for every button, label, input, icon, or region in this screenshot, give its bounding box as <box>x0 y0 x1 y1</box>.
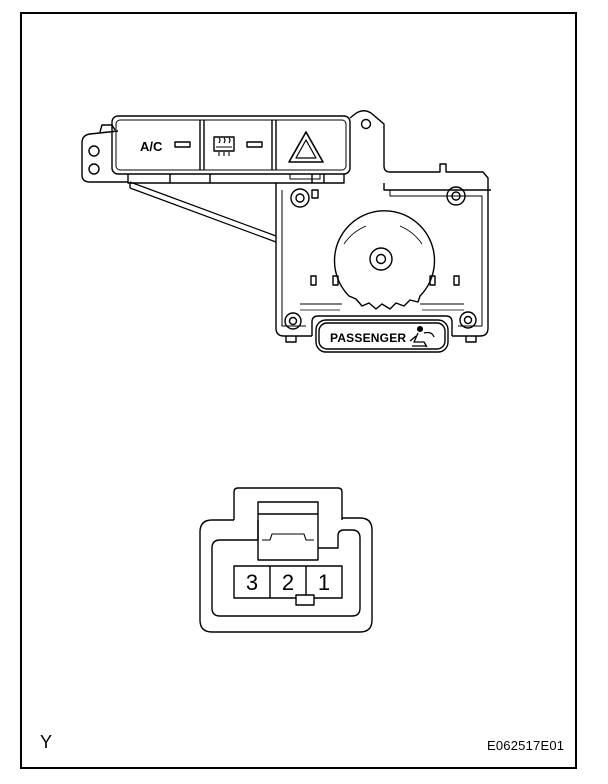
pin-cavity-row <box>233 565 343 599</box>
pin-number-3: 3 <box>246 570 258 595</box>
gear-hub-outer <box>369 247 393 271</box>
ac-button[interactable]: A/C <box>140 139 191 154</box>
rear-defogger-icon <box>213 136 235 156</box>
connector-latch <box>233 487 343 520</box>
figure-code: E062517E01 <box>487 738 565 753</box>
polarity-key <box>295 594 315 606</box>
passenger-airbag-seat-icon <box>409 325 435 348</box>
motor-housing <box>275 183 489 337</box>
connector-housing-inner <box>211 520 361 617</box>
passenger-airbag-indicator: PASSENGER <box>311 315 453 353</box>
hazard-button[interactable] <box>288 131 324 163</box>
switch-faceplate <box>111 115 351 175</box>
hazard-warning-icon <box>288 131 324 163</box>
pin-number-2: 2 <box>282 570 294 595</box>
screw-top-right <box>446 186 466 206</box>
gear-hub-inner <box>375 253 387 265</box>
defogger-indicator-lamp <box>246 141 263 148</box>
connector-housing-outer <box>199 517 373 633</box>
left-mounting-tab <box>81 130 128 183</box>
rear-defogger-button[interactable] <box>213 136 263 156</box>
passenger-label: PASSENGER <box>330 331 406 345</box>
screw-bottom-right <box>459 311 477 329</box>
support-bracket <box>129 181 277 243</box>
screw-bottom-left <box>284 312 302 330</box>
ac-indicator-lamp <box>174 141 191 148</box>
left-tab-hole-lower <box>88 163 100 175</box>
ac-button-label: A/C <box>140 139 163 154</box>
pin-number-1: 1 <box>318 570 330 595</box>
screw-top-left <box>290 188 310 208</box>
right-mounting-tab <box>349 110 491 191</box>
right-tab-hole <box>360 118 372 130</box>
diagram-frame <box>20 12 577 769</box>
gear-wheel <box>333 210 436 310</box>
corner-letter: Y <box>40 732 53 752</box>
connector-key <box>257 501 319 561</box>
heater-control-switch-assembly: A/C <box>81 110 491 353</box>
left-tab-hole-upper <box>88 145 100 157</box>
